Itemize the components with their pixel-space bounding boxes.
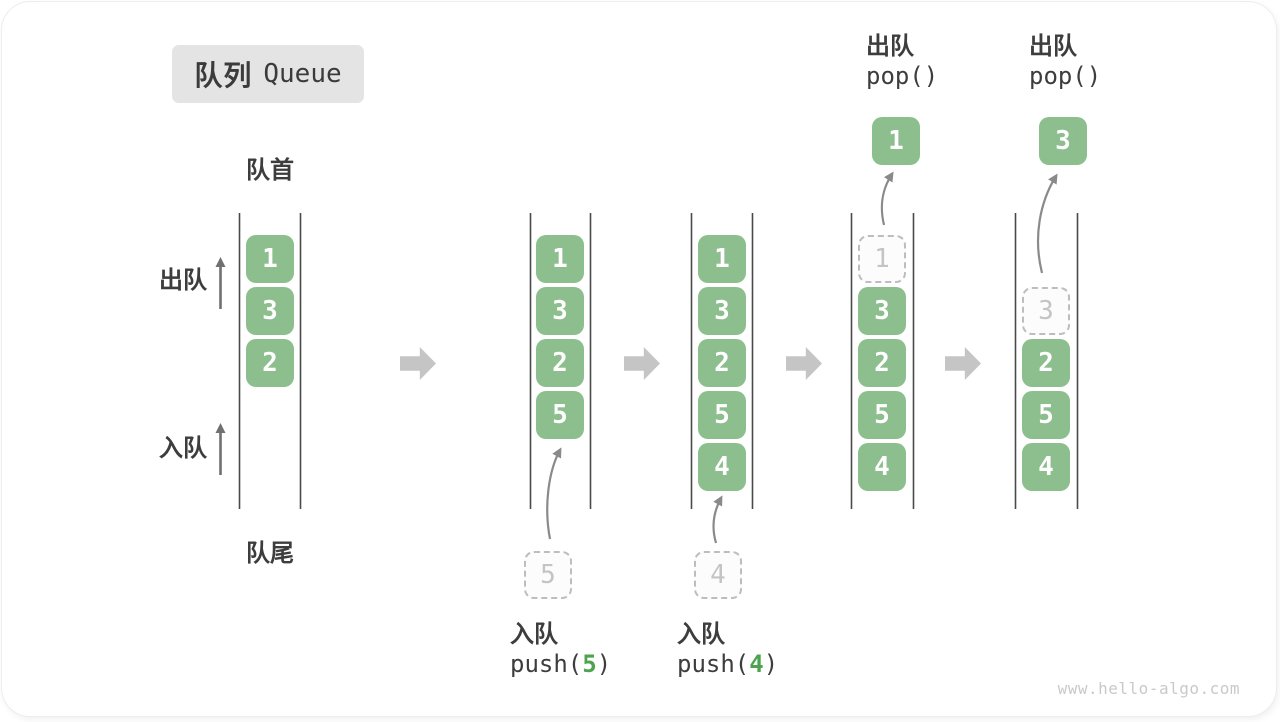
queue-cell: 1 <box>246 235 294 283</box>
push-4-arrow <box>712 495 723 544</box>
queue-cell: 2 <box>1022 339 1070 387</box>
op-label-pop-1: 出队 pop() <box>866 33 938 91</box>
queue-cell: 2 <box>698 339 746 387</box>
op-code: pop() <box>866 62 939 90</box>
push-5-arrow <box>546 447 562 540</box>
queue-cell: 4 <box>1022 443 1070 491</box>
op-action-zh: 出队 <box>866 33 914 60</box>
queue-cell: 4 <box>858 443 906 491</box>
queue-cell: 3 <box>536 287 584 335</box>
queue-cell: 5 <box>1022 391 1070 439</box>
pop-3-arrow <box>1036 173 1058 274</box>
op-code-fn: push( <box>677 650 750 678</box>
op-code-arg: 5 <box>582 650 597 678</box>
queue-cell: 2 <box>536 339 584 387</box>
op-code-close: ) <box>596 650 612 678</box>
queue-cell: 5 <box>698 391 746 439</box>
op-code-fn: push( <box>510 650 583 678</box>
op-code: pop() <box>1029 62 1102 90</box>
op-label-push-4: 入队 push(4) <box>677 621 778 679</box>
watermark: www.hello-algo.com <box>1057 679 1240 698</box>
title-en: Queue <box>263 59 342 89</box>
popped-element: 1 <box>872 117 920 165</box>
removed-element-ghost: 1 <box>858 235 906 283</box>
queue-cell: 5 <box>858 391 906 439</box>
incoming-element-ghost: 4 <box>694 551 742 599</box>
queue-front-label: 队首 <box>246 157 294 184</box>
op-action-zh: 入队 <box>677 621 725 648</box>
title-zh: 队列 <box>194 60 253 91</box>
op-code-arg: 4 <box>749 650 764 678</box>
queue-cell: 1 <box>536 235 584 283</box>
pop-1-arrow <box>880 171 894 226</box>
popped-element: 3 <box>1039 117 1087 165</box>
queue-cell: 4 <box>698 443 746 491</box>
removed-element-ghost: 3 <box>1022 287 1070 335</box>
queue-cell: 2 <box>858 339 906 387</box>
queue-cell: 5 <box>536 391 584 439</box>
op-label-pop-3: 出队 pop() <box>1029 33 1101 91</box>
dequeue-side-label: 出队 <box>159 267 207 294</box>
queue-walls <box>238 213 1079 509</box>
queue-rear-label: 队尾 <box>246 540 294 567</box>
queue-cell: 1 <box>698 235 746 283</box>
op-code-close: ) <box>763 650 779 678</box>
operation-arrows <box>546 171 1058 544</box>
enqueue-side-label: 入队 <box>159 435 207 462</box>
op-code: push(5) <box>510 649 611 679</box>
op-code: push(4) <box>677 649 778 679</box>
op-label-push-5: 入队 push(5) <box>510 621 611 679</box>
queue-cell: 3 <box>246 287 294 335</box>
op-action-zh: 入队 <box>510 621 558 648</box>
op-action-zh: 出队 <box>1029 33 1077 60</box>
queue-cell: 3 <box>698 287 746 335</box>
queue-cell: 2 <box>246 339 294 387</box>
queue-cell: 3 <box>858 287 906 335</box>
incoming-element-ghost: 5 <box>524 551 572 599</box>
title-box: 队列 Queue <box>172 45 364 103</box>
